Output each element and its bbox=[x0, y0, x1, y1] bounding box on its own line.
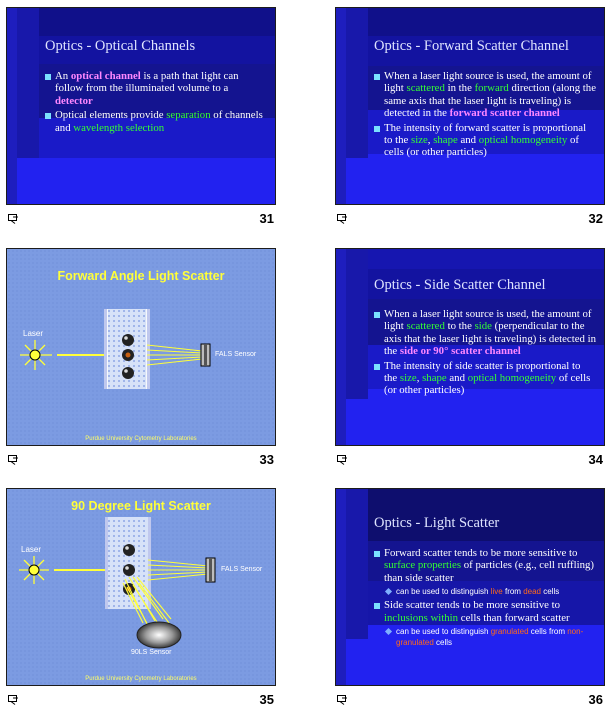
slide-number: 34 bbox=[588, 452, 603, 467]
flow-cell bbox=[105, 517, 151, 609]
slide-34[interactable]: Optics - Side Scatter Channel When a las… bbox=[335, 248, 605, 446]
bullet-item: Forward scatter tends to be more sensiti… bbox=[374, 547, 596, 584]
slide-title: Optics - Forward Scatter Channel bbox=[374, 38, 569, 54]
bullet-list: An optical channel is a path that light … bbox=[45, 70, 267, 136]
slide-title: Forward Angle Light Scatter bbox=[57, 269, 225, 283]
bullet-item: Optical elements provide separation of c… bbox=[45, 109, 267, 134]
fals-sensor-icon bbox=[205, 557, 216, 583]
bullet-item: The intensity of forward scatter is prop… bbox=[374, 122, 596, 159]
slide-number: 35 bbox=[259, 692, 274, 707]
bullet-item: An optical channel is a path that light … bbox=[45, 70, 267, 107]
bullet-item: When a laser light source is used, the a… bbox=[374, 308, 596, 358]
slide-title: 90 Degree Light Scatter bbox=[71, 499, 211, 513]
sub-bullet-item: can be used to distinguish granulated ce… bbox=[386, 626, 596, 648]
slide-cell-32[interactable]: Optics - Forward Scatter Channel When a … bbox=[335, 7, 605, 229]
slide-credit: Purdue University Cytometry Laboratories bbox=[85, 676, 197, 682]
cell-particle-icon bbox=[123, 544, 135, 595]
slide-cell-34[interactable]: Optics - Side Scatter Channel When a las… bbox=[335, 248, 605, 470]
slide-33[interactable]: Forward Angle Light Scatter bbox=[6, 248, 276, 446]
90ls-sensor-label: 90LS Sensor bbox=[131, 649, 172, 656]
slide-cell-31[interactable]: Optics - Optical Channels An optical cha… bbox=[6, 7, 276, 229]
fals-sensor-label: FALS Sensor bbox=[215, 351, 257, 358]
90ls-sensor-icon bbox=[136, 621, 182, 649]
slide-31[interactable]: Optics - Optical Channels An optical cha… bbox=[6, 7, 276, 205]
slide-notes-icon[interactable] bbox=[8, 695, 19, 705]
slide-36[interactable]: Optics - Light Scatter Forward scatter t… bbox=[335, 488, 605, 686]
slide-35[interactable]: 90 Degree Light Scatter bbox=[6, 488, 276, 686]
cell-particle-icon bbox=[122, 334, 134, 379]
slide-title: Optics - Light Scatter bbox=[374, 515, 500, 531]
sub-bullet-item: can be used to distinguish live from dea… bbox=[386, 586, 596, 597]
laser-label: Laser bbox=[23, 329, 44, 338]
bullet-list: When a laser light source is used, the a… bbox=[374, 308, 596, 399]
slide-title: Optics - Optical Channels bbox=[45, 38, 196, 54]
slide-number: 31 bbox=[259, 211, 274, 226]
slide-cell-35[interactable]: 90 Degree Light Scatter bbox=[6, 488, 276, 710]
slide-notes-icon[interactable] bbox=[8, 214, 19, 224]
slide-number: 32 bbox=[588, 211, 603, 226]
side-scatter-diagram bbox=[19, 517, 216, 649]
slide-notes-icon[interactable] bbox=[337, 455, 348, 465]
slide-number: 36 bbox=[588, 692, 603, 707]
bullet-list: Forward scatter tends to be more sensiti… bbox=[374, 547, 596, 650]
fals-sensor-icon bbox=[200, 343, 211, 367]
bullet-item: When a laser light source is used, the a… bbox=[374, 70, 596, 120]
fals-sensor-label: FALS Sensor bbox=[221, 566, 263, 573]
slide-notes-icon[interactable] bbox=[8, 455, 19, 465]
slide-number: 33 bbox=[259, 452, 274, 467]
slide-cell-36[interactable]: Optics - Light Scatter Forward scatter t… bbox=[335, 488, 605, 710]
slide-notes-icon[interactable] bbox=[337, 695, 348, 705]
slide-cell-33[interactable]: Forward Angle Light Scatter bbox=[6, 248, 276, 470]
slide-credit: Purdue University Cytometry Laboratories bbox=[85, 436, 197, 442]
bullet-item: The intensity of side scatter is proport… bbox=[374, 360, 596, 397]
slide-32[interactable]: Optics - Forward Scatter Channel When a … bbox=[335, 7, 605, 205]
bullet-list: When a laser light source is used, the a… bbox=[374, 70, 596, 161]
laser-label: Laser bbox=[21, 545, 42, 554]
slide-notes-icon[interactable] bbox=[337, 214, 348, 224]
bullet-item: Side scatter tends to be more sensitive … bbox=[374, 599, 596, 624]
slide-title: Optics - Side Scatter Channel bbox=[374, 277, 546, 293]
forward-scatter-diagram bbox=[20, 309, 211, 389]
